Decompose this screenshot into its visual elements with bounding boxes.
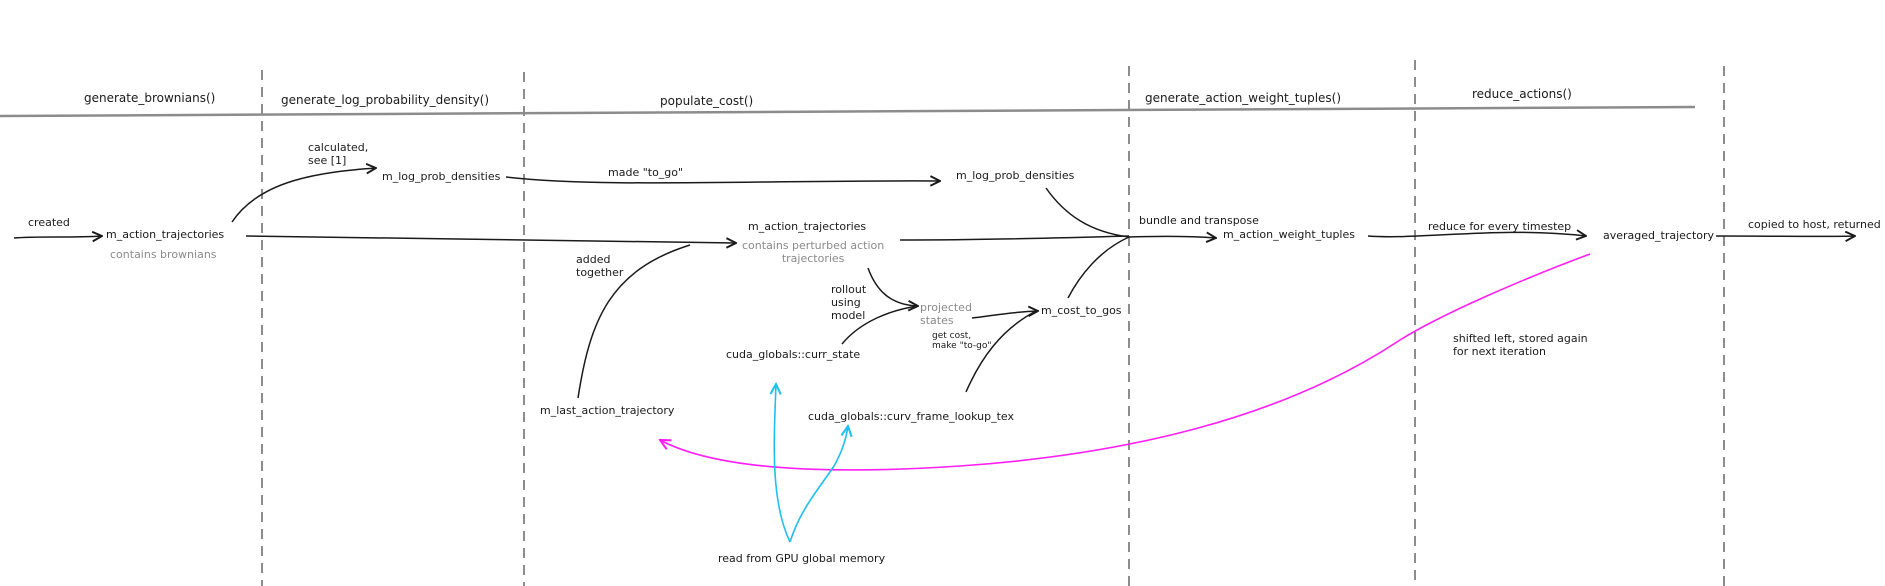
note-calculated-see: calculated, see [1] (308, 141, 369, 167)
note-reduce-every-timestep: reduce for every timestep (1428, 220, 1572, 233)
note-rollout-using-model: rollout using model (831, 283, 867, 322)
phase-generate-log-probability-density: generate_log_probability_density() (281, 93, 490, 107)
phase-generate-brownians: generate_brownians() (84, 91, 216, 105)
arrow-rollout (867, 267, 918, 306)
phase-generate-action-weight-tuples: generate_action_weight_tuples() (1145, 91, 1342, 105)
note-made-to-go: made "to_go" (608, 166, 684, 179)
arrow-into-tuples (1128, 236, 1216, 238)
note-added-together: added together (576, 253, 624, 279)
node-averaged-trajectory: averaged_trajectory (1603, 229, 1715, 242)
node-last-action-trajectory: m_last_action_trajectory (540, 404, 675, 417)
phase-populate-cost: populate_cost() (660, 94, 754, 108)
note-shifted-left: shifted left, stored again for next iter… (1453, 332, 1588, 358)
arrow-curv-to-cost (965, 310, 1037, 393)
arrow-cost-to-tuples (1067, 236, 1130, 299)
note-contains-brownians: contains brownians (110, 248, 217, 261)
note-read-gpu-memory: read from GPU global memory (718, 552, 886, 565)
arrow-to-logprob-1 (231, 168, 376, 223)
arrow-added-together (577, 244, 691, 399)
arrow-feedback (660, 253, 1591, 471)
node-log-prob-densities-1: m_log_prob_densities (382, 170, 501, 183)
arrow-get-cost (971, 311, 1038, 319)
arrow-main-trajectories (245, 235, 736, 243)
node-action-weight-tuples: m_action_weight_tuples (1223, 228, 1355, 241)
node-log-prob-densities-2: m_log_prob_densities (956, 169, 1075, 182)
arrow-traj2-to-tuples (899, 235, 1130, 241)
node-action-trajectories-1: m_action_trajectories (106, 228, 225, 241)
arrow-currstate-rollout (841, 305, 919, 345)
arrow-gpu-to-curv (789, 426, 848, 543)
arrow-logprob2-to-tuples (1045, 187, 1130, 238)
arrow-made-to-go (505, 177, 940, 183)
header-rule (0, 105, 1696, 118)
arrow-gpu-to-currstate (774, 384, 791, 543)
note-copied-to-host: copied to host, returned (1748, 218, 1881, 231)
node-curv-frame-lookup-tex: cuda_globals::curv_frame_lookup_tex (808, 410, 1015, 423)
node-curr-state: cuda_globals::curr_state (726, 348, 861, 361)
note-bundle-transpose: bundle and transpose (1139, 214, 1259, 227)
note-projected-states: projected states (920, 301, 972, 327)
arrow-created (13, 236, 102, 238)
label-created: created (28, 216, 70, 229)
arrow-reduce (1367, 232, 1586, 236)
node-cost-to-gos: m_cost_to_gos (1041, 304, 1122, 317)
note-get-cost: get cost, make "to-go" (932, 331, 992, 351)
note-contains-perturbed: contains perturbed action trajectories (742, 239, 885, 265)
phase-reduce-actions: reduce_actions() (1472, 87, 1572, 101)
node-action-trajectories-2: m_action_trajectories (748, 220, 867, 233)
